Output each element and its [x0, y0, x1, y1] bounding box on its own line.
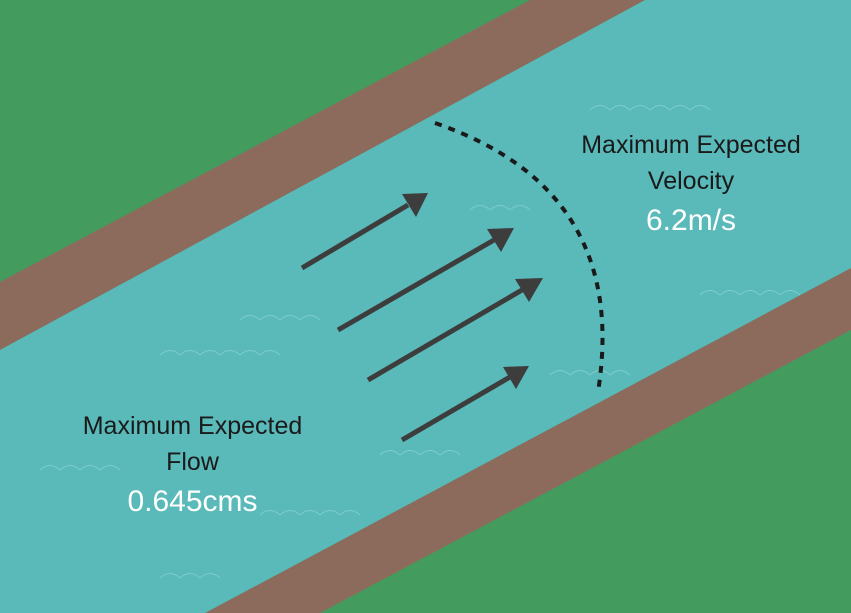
wave-icon [379, 450, 461, 456]
flow-arrow-icon [366, 278, 543, 383]
wave-icon [159, 573, 221, 579]
velocity-value: 6.2m/s [645, 204, 737, 237]
flow-arrow-icon [400, 366, 529, 443]
flow-arrows [300, 193, 543, 443]
wave-icon [549, 370, 631, 376]
wave-icon [259, 510, 361, 516]
wave-icon [239, 315, 321, 321]
flow-arrow-icon [336, 228, 514, 333]
flow-title-line2: Flow [166, 448, 219, 476]
flow-arrow-icon [300, 193, 428, 271]
flow-title-line1: Maximum Expected [82, 412, 303, 440]
flow-value: 0.645cms [127, 485, 258, 518]
wave-marks [39, 105, 801, 579]
wave-icon [589, 105, 711, 111]
flow-label: Maximum Expected Flow 0.645cms [60, 408, 325, 522]
velocity-label: Maximum Expected Velocity 6.2m/s [560, 127, 822, 241]
wave-icon [159, 350, 281, 356]
wave-icon [39, 465, 121, 471]
wave-icon [699, 290, 801, 296]
velocity-title-line1: Maximum Expected [581, 131, 801, 159]
velocity-title-line2: Velocity [647, 167, 735, 195]
wave-icon [469, 205, 531, 211]
velocity-arc [434, 121, 605, 393]
